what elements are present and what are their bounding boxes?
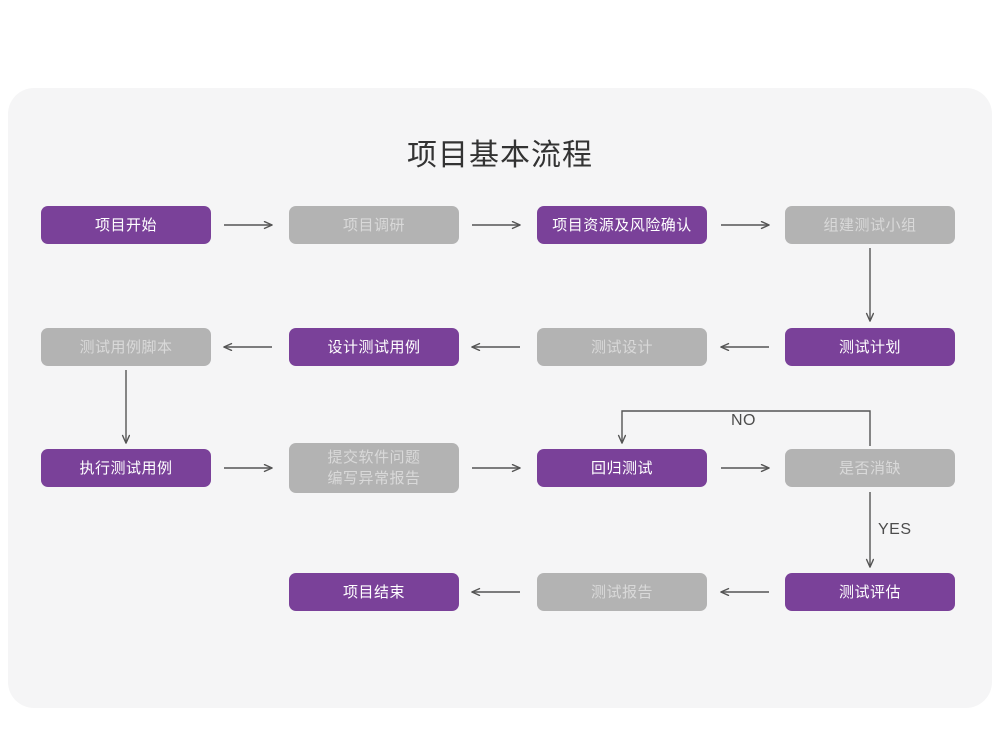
node-design-test-case[interactable]: 设计测试用例 (289, 328, 459, 366)
edge-label-no: NO (731, 412, 756, 429)
node-execute-test-case[interactable]: 执行测试用例 (41, 449, 211, 487)
node-submit-issue-report[interactable]: 提交软件问题 编写异常报告 (289, 443, 459, 493)
node-project-research[interactable]: 项目调研 (289, 206, 459, 244)
node-regression-test[interactable]: 回归测试 (537, 449, 707, 487)
node-test-plan[interactable]: 测试计划 (785, 328, 955, 366)
node-test-evaluation[interactable]: 测试评估 (785, 573, 955, 611)
node-test-case-script[interactable]: 测试用例脚本 (41, 328, 211, 366)
edge-label-yes: YES (878, 521, 912, 538)
node-project-end[interactable]: 项目结束 (289, 573, 459, 611)
node-resource-risk-confirm[interactable]: 项目资源及风险确认 (537, 206, 707, 244)
node-test-design[interactable]: 测试设计 (537, 328, 707, 366)
edge-n12-n11-no (622, 410, 871, 446)
node-test-report[interactable]: 测试报告 (537, 573, 707, 611)
node-build-test-team[interactable]: 组建测试小组 (785, 206, 955, 244)
node-defect-resolved[interactable]: 是否消缺 (785, 449, 955, 487)
page-title: 项目基本流程 (407, 139, 593, 172)
node-project-start[interactable]: 项目开始 (41, 206, 211, 244)
